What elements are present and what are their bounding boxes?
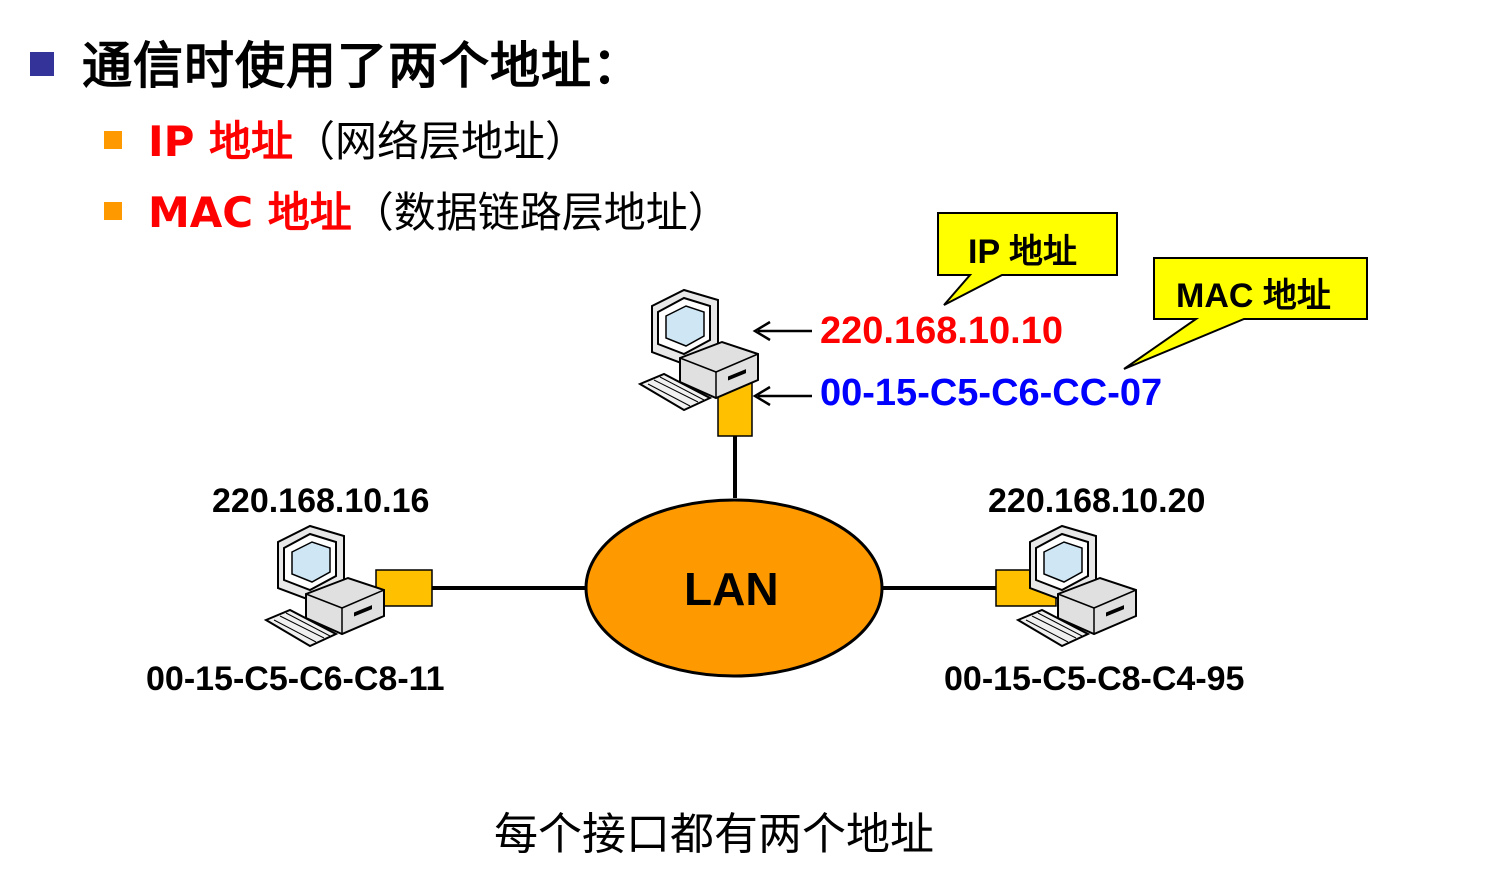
ip-address-label: IP 地址 <box>148 117 294 166</box>
mac-address-item: MAC 地址（数据链路层地址） <box>148 179 730 240</box>
left-computer-icon <box>265 525 385 647</box>
item-bullet <box>104 202 122 220</box>
item-bullet <box>104 131 122 149</box>
ip-callout-label: IP 地址 <box>968 233 1077 271</box>
mac-address-label: MAC 地址 <box>148 188 352 237</box>
lan-label: LAN <box>684 563 779 615</box>
left-host-mac: 00-15-C5-C6-C8-11 <box>146 660 445 698</box>
mac-callout-label: MAC 地址 <box>1176 277 1331 315</box>
top-host-ip: 220.168.10.10 <box>820 310 1064 352</box>
right-computer-icon <box>1017 525 1137 647</box>
heading-bullet <box>30 52 54 76</box>
left-host-ip: 220.168.10.16 <box>212 482 430 520</box>
ip-address-item: IP 地址（网络层地址） <box>148 108 587 169</box>
mac-callout-shape <box>1123 257 1368 370</box>
caption: 每个接口都有两个地址 <box>494 809 934 860</box>
page-title: 通信时使用了两个地址： <box>82 37 643 95</box>
ip-address-desc: （网络层地址） <box>293 117 588 166</box>
top-host-mac: 00-15-C5-C6-CC-07 <box>820 372 1163 414</box>
right-host-ip: 220.168.10.20 <box>988 482 1206 520</box>
mac-address-desc: （数据链路层地址） <box>351 188 730 237</box>
ip-callout-shape <box>937 212 1118 306</box>
lan-cloud <box>584 498 884 678</box>
right-host-mac: 00-15-C5-C8-C4-95 <box>944 660 1245 698</box>
